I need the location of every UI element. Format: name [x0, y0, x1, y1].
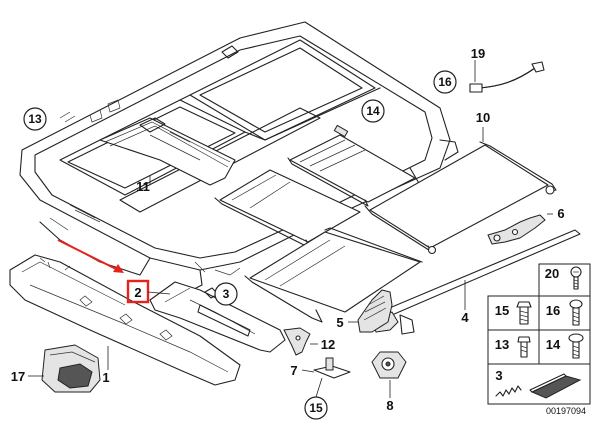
part-19-drain-hose	[469, 60, 545, 93]
label-12: 12	[321, 337, 335, 352]
grid-label-15: 15	[495, 303, 509, 318]
label-17: 17	[11, 369, 25, 384]
part-1-front-trim	[9, 254, 241, 386]
hardware-grid: 20 15 16 13 14	[487, 263, 591, 416]
grid-label-14: 14	[546, 337, 561, 352]
bolt-13-icon	[517, 336, 531, 358]
label-4: 4	[461, 310, 469, 325]
label-11: 11	[136, 179, 150, 194]
part-10-rear-blind	[364, 141, 557, 255]
highlight-box	[126, 279, 150, 304]
grid-label-20: 20	[545, 266, 559, 281]
part-17-drive-motor	[28, 344, 101, 393]
label-7: 7	[290, 363, 297, 378]
callout-15: 15	[304, 396, 328, 420]
label-6: 6	[557, 206, 564, 221]
part-6-bracket	[487, 213, 553, 245]
label-5: 5	[336, 315, 343, 330]
part-7-stud	[301, 357, 351, 379]
label-19: 19	[471, 46, 485, 61]
callout-13: 13	[23, 107, 47, 131]
callout-16: 16	[433, 70, 457, 94]
label-10: 10	[476, 110, 490, 125]
screw-14-icon	[568, 333, 584, 359]
svg-text:3: 3	[223, 287, 230, 301]
part-11-guide-rail	[99, 117, 236, 186]
screw-16-icon	[569, 299, 583, 326]
svg-text:15: 15	[309, 401, 323, 415]
svg-text:13: 13	[28, 112, 42, 126]
part-lower-blind	[244, 227, 423, 323]
foam-strip-icon	[529, 373, 582, 399]
grid-label-3: 3	[495, 368, 502, 383]
highlight-arrow	[57, 239, 124, 273]
part-14-front-blind	[287, 124, 416, 207]
spring-3-icon	[495, 385, 522, 397]
part-3-trim-panel	[149, 281, 286, 353]
part-12-lever	[283, 327, 318, 356]
callout-14: 14	[361, 99, 385, 123]
roof-frame	[19, 21, 459, 289]
label-1: 1	[102, 370, 109, 385]
part-blind-middle	[214, 169, 361, 249]
part-5-bracket	[348, 289, 393, 333]
svg-text:14: 14	[366, 104, 380, 118]
bolt-15-icon	[516, 301, 532, 325]
svg-text:16: 16	[438, 75, 452, 89]
grid-label-13: 13	[495, 337, 509, 352]
grid-label-16: 16	[546, 303, 560, 318]
label-8: 8	[386, 398, 393, 413]
part-8-clip	[371, 351, 407, 398]
callout-3: 3	[214, 282, 238, 306]
diagram-code: 00197094	[546, 406, 586, 416]
screw-20-icon	[570, 266, 582, 290]
label-2: 2	[134, 285, 141, 300]
